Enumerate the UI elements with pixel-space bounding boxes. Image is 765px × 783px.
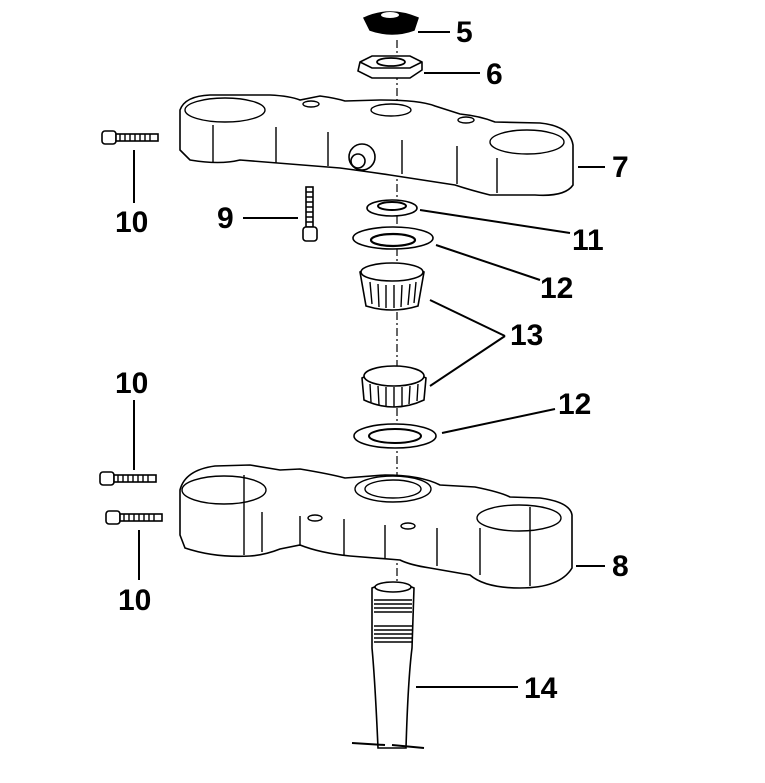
callout-7: 7: [612, 151, 629, 184]
part-14-steering-stem: [351, 581, 425, 749]
part-12-seal-lower: [353, 423, 437, 449]
callout-10-bottom: 10: [118, 584, 151, 617]
callout-10-top: 10: [115, 206, 148, 239]
callout-10-mid: 10: [115, 367, 148, 400]
part-5-cap: [362, 11, 419, 35]
callout-5: 5: [456, 16, 473, 49]
callout-13: 13: [510, 319, 543, 352]
callout-14: 14: [524, 672, 558, 705]
part-10-bolt-lower-b: [105, 510, 163, 525]
leader-12-upper: [435, 244, 541, 281]
part-10-bolt-lower-a: [99, 471, 157, 486]
leader-13-lower: [429, 335, 506, 387]
part-13-bearing-upper: [359, 262, 425, 311]
callout-11: 11: [572, 224, 604, 257]
part-11-slotted-nut: [366, 199, 418, 217]
part-10-bolt-upper: [101, 130, 159, 145]
part-8-lower-triple-clamp: [179, 464, 573, 589]
leader-11: [419, 209, 571, 234]
callout-12-upper: 12: [540, 272, 573, 305]
callout-9: 9: [217, 202, 234, 235]
leader-13-upper: [429, 299, 506, 337]
part-7-upper-triple-clamp: [179, 94, 574, 197]
callout-12-lower: 12: [558, 388, 591, 421]
callout-6: 6: [486, 58, 503, 91]
part-12-seal-upper: [352, 226, 434, 250]
part-13-bearing-lower: [361, 365, 427, 408]
part-6-hex-nut: [357, 55, 423, 79]
leader-12-lower: [441, 408, 556, 434]
part-9-bolt: [302, 186, 318, 242]
callout-8: 8: [612, 550, 629, 583]
